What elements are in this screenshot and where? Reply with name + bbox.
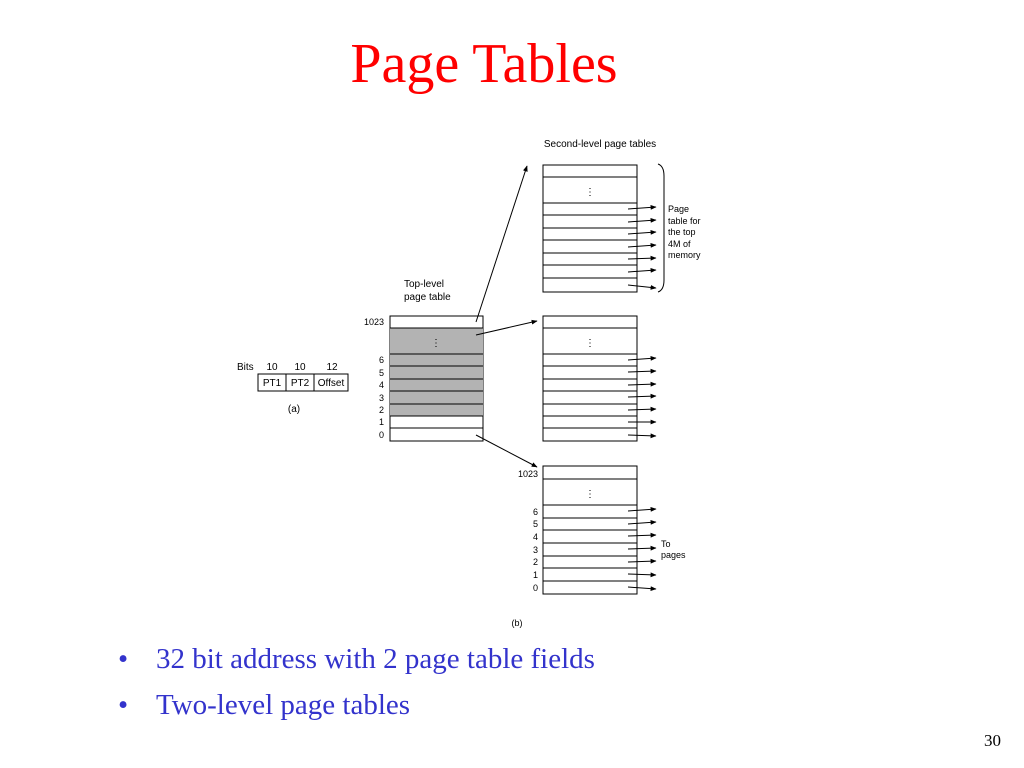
pt1-bits: 10 (266, 362, 278, 373)
index-label: 2 (533, 557, 538, 567)
bullet-text: 32 bit address with 2 page table fields (156, 643, 595, 675)
caption-b: (b) (512, 618, 523, 628)
top-4m-note: memory (668, 250, 701, 260)
index-label: 5 (379, 368, 384, 378)
caption-a: (a) (288, 404, 300, 415)
to-pages-label: pages (661, 550, 686, 560)
shaded-entries (390, 354, 483, 416)
pt1-field: PT1 (263, 378, 282, 389)
bullet-item: • 32 bit address with 2 page table fields (118, 640, 595, 686)
index-label: 6 (533, 507, 538, 517)
index-label: 1023 (364, 317, 384, 327)
offset-field: Offset (318, 378, 345, 389)
index-label: 1023 (518, 469, 538, 479)
index-label: 1 (379, 417, 384, 427)
top-level-page-table: Top-level page table 1023 ⋮ 6 5 4 3 2 1 … (364, 279, 484, 442)
ellipsis: ⋮ (585, 338, 595, 349)
bullet-text: Two-level page tables (156, 689, 411, 721)
index-label: 3 (379, 393, 384, 403)
bits-label: Bits (237, 362, 254, 373)
index-label: 4 (533, 532, 538, 542)
second-level-table-middle: ⋮ (542, 315, 657, 442)
slide-title: Page Tables (350, 33, 618, 95)
index-label: 0 (533, 583, 538, 593)
address-format: Bits 10 10 12 PT1 PT2 Offset (a) (237, 362, 349, 415)
top-4m-note: 4M of (668, 239, 691, 249)
top-level-label: page table (404, 292, 451, 303)
top-level-label: Top-level (404, 279, 444, 290)
shaded-entries (390, 328, 483, 354)
second-level-label: Second-level page tables (544, 139, 656, 150)
second-level-table-top: Second-level page tables ⋮ Page table fo… (542, 139, 701, 293)
second-level-table-bottom: 1023 ⋮ 6 5 4 3 2 1 0 To pages (518, 465, 686, 595)
top-4m-note: table for (668, 216, 701, 226)
top-4m-note: Page (668, 204, 689, 214)
pt2-bits: 10 (294, 362, 306, 373)
index-label: 0 (379, 430, 384, 440)
bullet-symbol: • (118, 689, 129, 721)
to-pages-label: To (661, 539, 671, 549)
index-label: 1 (533, 570, 538, 580)
bullet-symbol: • (118, 643, 129, 675)
top-4m-note: the top (668, 227, 696, 237)
index-label: 3 (533, 545, 538, 555)
ellipsis: ⋮ (431, 338, 441, 349)
index-label: 5 (533, 519, 538, 529)
pointer-arrows (475, 165, 538, 468)
brace (657, 163, 665, 293)
address-box (257, 373, 349, 392)
offset-bits: 12 (326, 362, 338, 373)
ellipsis: ⋮ (585, 187, 595, 198)
index-label: 2 (379, 405, 384, 415)
bullet-list: • 32 bit address with 2 page table fields… (118, 640, 595, 732)
pt2-field: PT2 (291, 378, 310, 389)
bullet-item: • Two-level page tables (118, 686, 595, 732)
page-number: 30 (984, 731, 1001, 750)
index-label: 6 (379, 355, 384, 365)
index-label: 4 (379, 380, 384, 390)
ellipsis: ⋮ (585, 489, 595, 500)
